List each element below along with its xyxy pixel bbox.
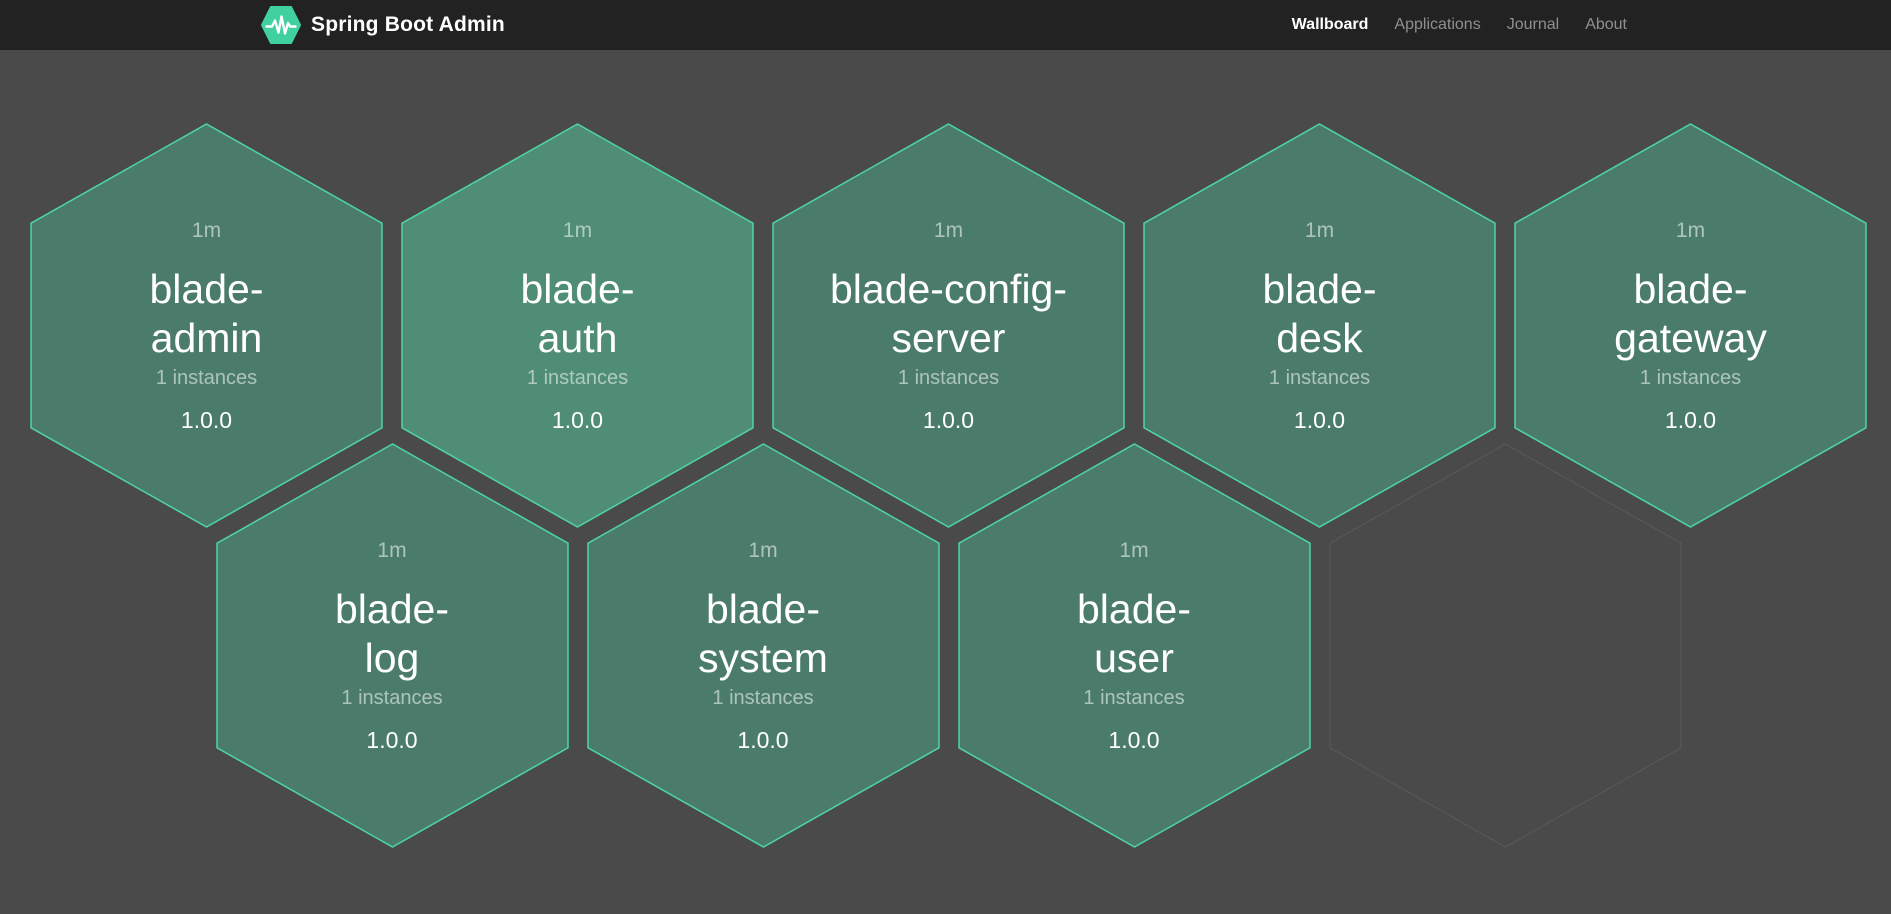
nav-item-about[interactable]: About (1585, 16, 1627, 33)
hexagon-blade-system[interactable]: 1m blade-system 1 instances 1.0.0 (586, 443, 940, 848)
brand-link[interactable]: Spring Boot Admin (261, 0, 505, 50)
hexagon-shape (215, 443, 569, 848)
hexagon-shape (586, 443, 940, 848)
hexagon-blade-user[interactable]: 1m blade-user 1 instances 1.0.0 (957, 443, 1311, 848)
nav-item-journal[interactable]: Journal (1506, 16, 1560, 33)
pulse-hexagon-icon (261, 6, 301, 44)
hexagon-shape (1143, 123, 1496, 528)
brand-title: Spring Boot Admin (311, 13, 505, 36)
main-nav: Wallboard Applications Journal About (1292, 0, 1627, 50)
empty-hexagon-slot (1329, 443, 1682, 848)
hexagon-shape (401, 123, 754, 528)
hexagon-shape (1514, 123, 1867, 528)
hexagon-shape (30, 123, 383, 528)
hexagon-shape (1329, 443, 1681, 848)
nav-item-applications[interactable]: Applications (1394, 16, 1481, 33)
navbar: Spring Boot Admin Wallboard Applications J… (0, 0, 1891, 50)
nav-item-wallboard[interactable]: Wallboard (1291, 16, 1369, 33)
hexagon-blade-log[interactable]: 1m blade-log 1 instances 1.0.0 (215, 443, 569, 848)
pulse-line (265, 15, 297, 35)
hexagon-shape (772, 123, 1125, 528)
hexagon-shape (957, 443, 1311, 848)
